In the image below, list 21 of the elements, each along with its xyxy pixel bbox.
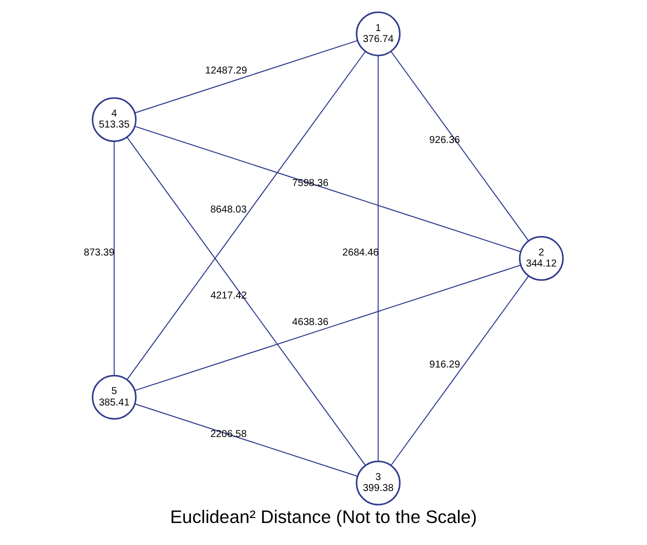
edge-label: 916.29 [429, 360, 460, 371]
edge-label: 873.39 [84, 247, 114, 258]
node-circle: 1 376.74 [356, 11, 401, 56]
connector [114, 141, 115, 376]
caption: Euclidean² Distance (Not to the Scale) [170, 507, 477, 528]
node-circle: 3 399.38 [356, 460, 401, 506]
node-circle: 4 513.35 [92, 97, 137, 142]
connector [134, 40, 358, 114]
connector [378, 56, 379, 462]
edge-label: 8648.03 [210, 204, 247, 216]
edge-label: 4638.36 [292, 316, 328, 328]
connector [126, 51, 366, 380]
edge-label: 12487.29 [205, 66, 248, 77]
connector [390, 276, 530, 466]
node-circle: 5 385.41 [92, 374, 137, 420]
connector [134, 403, 358, 477]
connector [126, 137, 366, 466]
connector [134, 126, 521, 252]
connector [390, 51, 529, 242]
connector [134, 264, 521, 391]
node-circle: 2 344.12 [518, 236, 564, 281]
